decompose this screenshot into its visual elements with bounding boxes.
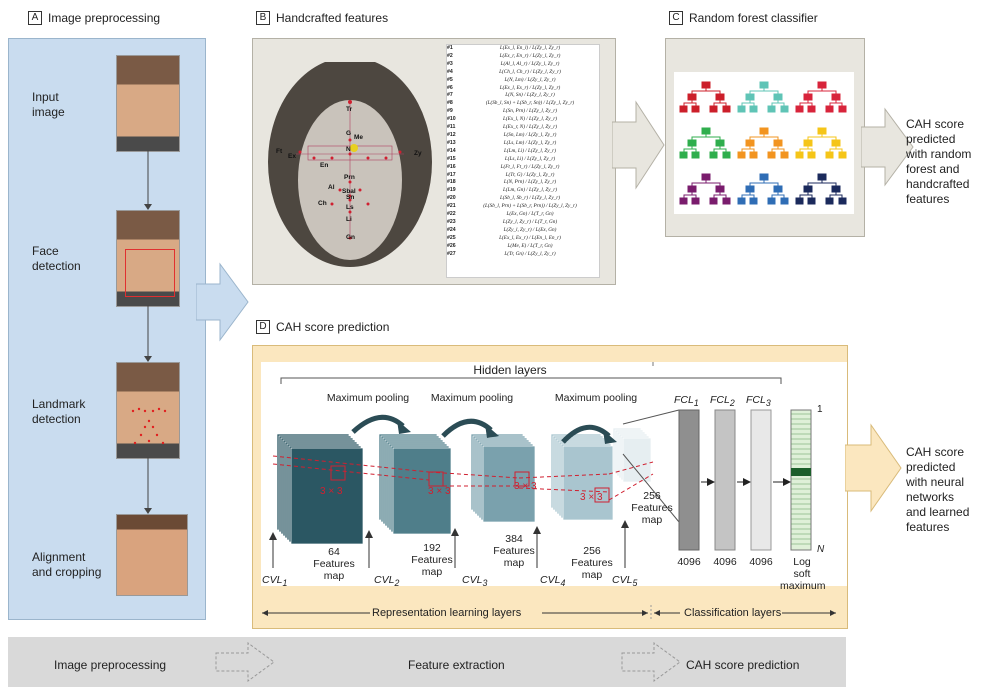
step-arrows bbox=[144, 150, 152, 514]
fc-units-1: 4096 bbox=[677, 556, 701, 568]
fcl-2: FCL2 bbox=[710, 394, 735, 409]
feature-row: #8(L(Sb_l, Sn) + L(Sb_r, Sn)) / L(Zy_l, … bbox=[447, 100, 575, 107]
layer-span-arrows bbox=[262, 605, 836, 621]
pooling-label-3: Maximum pooling bbox=[554, 392, 638, 404]
arrow-b-to-c bbox=[612, 100, 665, 190]
cvl-1: CVL1 bbox=[262, 574, 288, 589]
feature-map-layer-5 bbox=[622, 437, 652, 483]
kernel-label-2: 3 × 3 bbox=[428, 486, 451, 497]
pipeline-arrow-2 bbox=[621, 642, 681, 682]
decision-tree-icon bbox=[795, 81, 847, 113]
decision-tree-icon bbox=[737, 81, 789, 113]
cvl-2: CVL2 bbox=[374, 574, 400, 589]
output-index-bottom: N bbox=[817, 544, 825, 555]
face-image-input bbox=[116, 55, 180, 152]
pipeline-stage-2: Feature extraction bbox=[408, 658, 505, 672]
cvl-5: CVL5 bbox=[612, 574, 638, 589]
kernel-label-3: 3 × 3 bbox=[514, 481, 537, 492]
pipeline-bar bbox=[8, 637, 846, 687]
fcl-3: FCL3 bbox=[746, 394, 771, 409]
forest-trees-area bbox=[674, 72, 854, 214]
feature-row: #21(L(Sb_l, Prn) + L(Sb_r, Prn)) / L(Zy_… bbox=[447, 203, 577, 210]
representation-layers-label: Representation learning layers bbox=[372, 607, 522, 619]
pipeline-arrow-1 bbox=[215, 642, 275, 682]
decision-tree-icon bbox=[679, 81, 731, 113]
kernel-label-4: 3 × 3 bbox=[580, 492, 603, 503]
decision-tree-icon bbox=[679, 127, 731, 159]
fc-units-2: 4096 bbox=[713, 556, 737, 568]
section-d-label: D CAH score prediction bbox=[256, 320, 389, 334]
face-image-aligned bbox=[116, 514, 188, 596]
hidden-layers-label: Hidden layers bbox=[473, 363, 547, 377]
arrow-d-out bbox=[845, 423, 902, 513]
arrow-c-out bbox=[861, 107, 914, 187]
feature-map-layer-3 bbox=[482, 445, 536, 523]
section-a-label: A Image preprocessing bbox=[28, 11, 160, 25]
decision-tree-icon bbox=[795, 127, 847, 159]
pooling-label-1: Maximum pooling bbox=[326, 392, 410, 404]
cnn-shapes bbox=[269, 362, 812, 568]
pooling-label-2: Maximum pooling bbox=[430, 392, 514, 404]
face-image-detection bbox=[116, 210, 180, 307]
cvl-4: CVL4 bbox=[540, 574, 566, 589]
classification-layers-label: Classification layers bbox=[684, 607, 782, 619]
feature-map-layer-4 bbox=[562, 445, 614, 521]
fcl-1: FCL1 bbox=[674, 394, 699, 409]
decision-tree-icon bbox=[737, 127, 789, 159]
face-with-landmarks bbox=[266, 57, 434, 274]
decision-tree-icon bbox=[737, 173, 789, 205]
kernel-label-1: 3 × 3 bbox=[320, 486, 343, 497]
arrow-a-to-bd bbox=[196, 262, 249, 342]
pipeline-stage-3: CAH score prediction bbox=[686, 658, 800, 672]
feature-map-layer-2 bbox=[392, 447, 452, 535]
pipeline-stage-1: Image preprocessing bbox=[54, 658, 167, 672]
decision-tree-icon bbox=[679, 173, 731, 205]
cvl-3: CVL3 bbox=[462, 574, 488, 589]
landmark-labels: Tr G N Me Ex En Ft Zy Prn Al Sbal Sn Ch … bbox=[276, 106, 422, 241]
decision-tree-icon bbox=[795, 173, 847, 205]
section-c-label: C Random forest classifier bbox=[669, 11, 818, 25]
fc-units-3: 4096 bbox=[749, 556, 773, 568]
section-b-label: B Handcrafted features bbox=[256, 11, 388, 25]
output-index-top: 1 bbox=[817, 404, 823, 415]
